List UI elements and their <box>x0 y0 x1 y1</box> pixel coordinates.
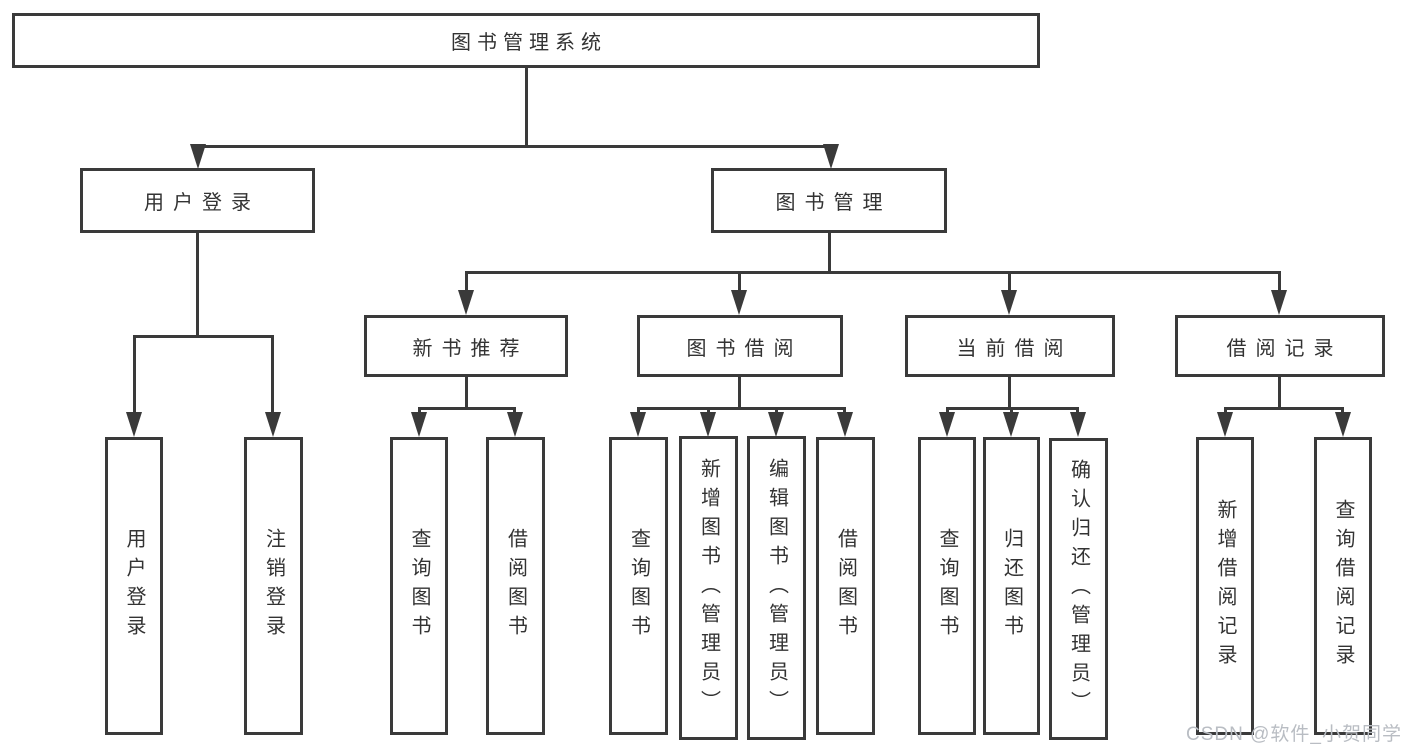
connector-line <box>1224 407 1344 410</box>
connector-line <box>1010 407 1013 415</box>
leaf-user-login: 用户登录 <box>105 437 163 735</box>
watermark-text: CSDN @软件_小贺同学 <box>1186 724 1402 745</box>
node-user-login: 用户登录 <box>80 168 315 233</box>
connector-line <box>637 407 846 410</box>
arrow-down-icon <box>1070 412 1086 437</box>
connector-line <box>738 377 741 407</box>
connector-line <box>1341 407 1344 415</box>
arrow-down-icon <box>1003 412 1019 437</box>
connector-line <box>1224 407 1227 415</box>
node-book-borrow: 图书借阅 <box>637 315 843 377</box>
arrow-down-icon <box>1271 290 1287 315</box>
arrow-down-icon <box>507 412 523 437</box>
node-current-borrow: 当前借阅 <box>905 315 1115 377</box>
connector-line <box>738 271 741 291</box>
leaf-return-book: 归还图书 <box>983 437 1040 735</box>
connector-line <box>465 271 468 291</box>
leaf-query-books-borrow: 查询图书 <box>609 437 668 735</box>
connector-line <box>946 407 949 415</box>
connector-line <box>843 407 846 415</box>
arrow-down-icon <box>1001 290 1017 315</box>
connector-line <box>196 233 199 335</box>
connector-line <box>513 407 516 415</box>
arrow-down-icon <box>265 412 281 437</box>
connector-line <box>133 335 136 415</box>
arrow-down-icon <box>939 412 955 437</box>
arrow-down-icon <box>1335 412 1351 437</box>
node-borrow-records: 借阅记录 <box>1175 315 1385 377</box>
leaf-query-books-current: 查询图书 <box>918 437 976 735</box>
connector-line <box>465 377 468 407</box>
connector-line <box>418 407 516 410</box>
connector-line <box>271 335 274 415</box>
connector-line <box>525 68 528 145</box>
leaf-edit-book-admin: 编辑图书（管理员） <box>747 436 806 740</box>
arrow-down-icon <box>411 412 427 437</box>
leaf-add-book-admin: 新增图书（管理员） <box>679 436 738 740</box>
connector-line <box>775 407 778 415</box>
arrow-down-icon <box>190 144 206 169</box>
arrow-down-icon <box>823 144 839 169</box>
connector-line <box>465 271 1281 274</box>
leaf-query-books-recommend: 查询图书 <box>390 437 448 735</box>
leaf-borrow-books-borrow: 借阅图书 <box>816 437 875 735</box>
arrow-down-icon <box>700 412 716 437</box>
node-book-management: 图书管理 <box>711 168 947 233</box>
connector-line <box>1278 271 1281 291</box>
arrow-down-icon <box>458 290 474 315</box>
connector-line <box>707 407 710 415</box>
leaf-add-borrow-record: 新增借阅记录 <box>1196 437 1254 735</box>
arrow-down-icon <box>768 412 784 437</box>
connector-line <box>418 407 421 415</box>
leaf-confirm-return-admin: 确认归还（管理员） <box>1049 438 1108 740</box>
arrow-down-icon <box>1217 412 1233 437</box>
node-new-book-recommend: 新书推荐 <box>364 315 568 377</box>
connector-line <box>828 233 831 271</box>
arrow-down-icon <box>731 290 747 315</box>
connector-line <box>1008 271 1011 291</box>
connector-line <box>637 407 640 415</box>
arrow-down-icon <box>837 412 853 437</box>
connector-line <box>133 335 274 338</box>
leaf-logout: 注销登录 <box>244 437 303 735</box>
connector-line <box>1008 377 1011 407</box>
arrow-down-icon <box>630 412 646 437</box>
leaf-borrow-books-recommend: 借阅图书 <box>486 437 545 735</box>
node-library-management-system: 图书管理系统 <box>12 13 1040 68</box>
connector-line <box>196 145 832 148</box>
leaf-query-borrow-record: 查询借阅记录 <box>1314 437 1372 735</box>
connector-line <box>1278 377 1281 407</box>
arrow-down-icon <box>126 412 142 437</box>
connector-line <box>1076 407 1079 415</box>
